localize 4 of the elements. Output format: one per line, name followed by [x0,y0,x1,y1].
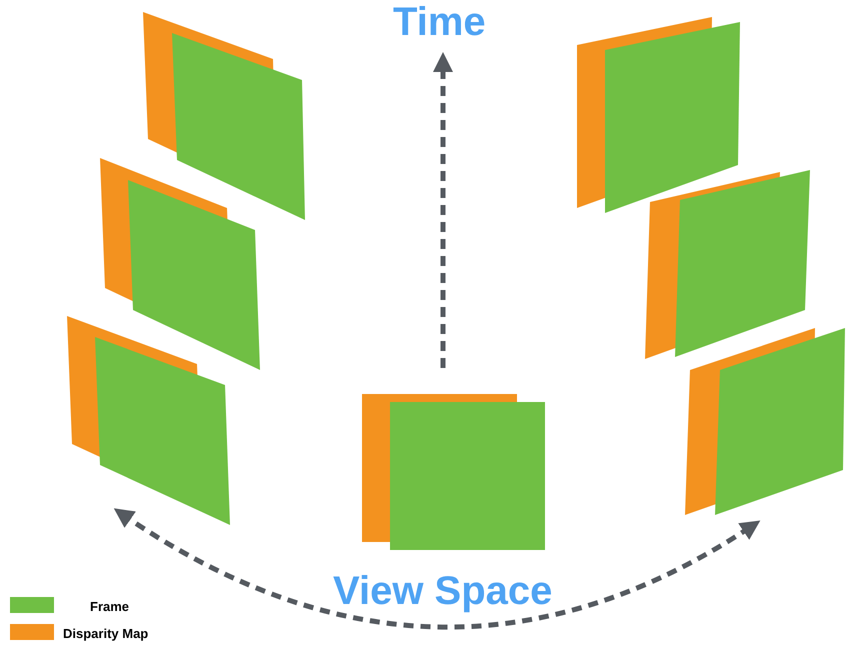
axis-label: View Space [333,571,552,611]
legend-label: Frame [90,600,130,613]
axis-label: Time [393,2,486,42]
legend-label: Disparity Map [63,627,148,640]
